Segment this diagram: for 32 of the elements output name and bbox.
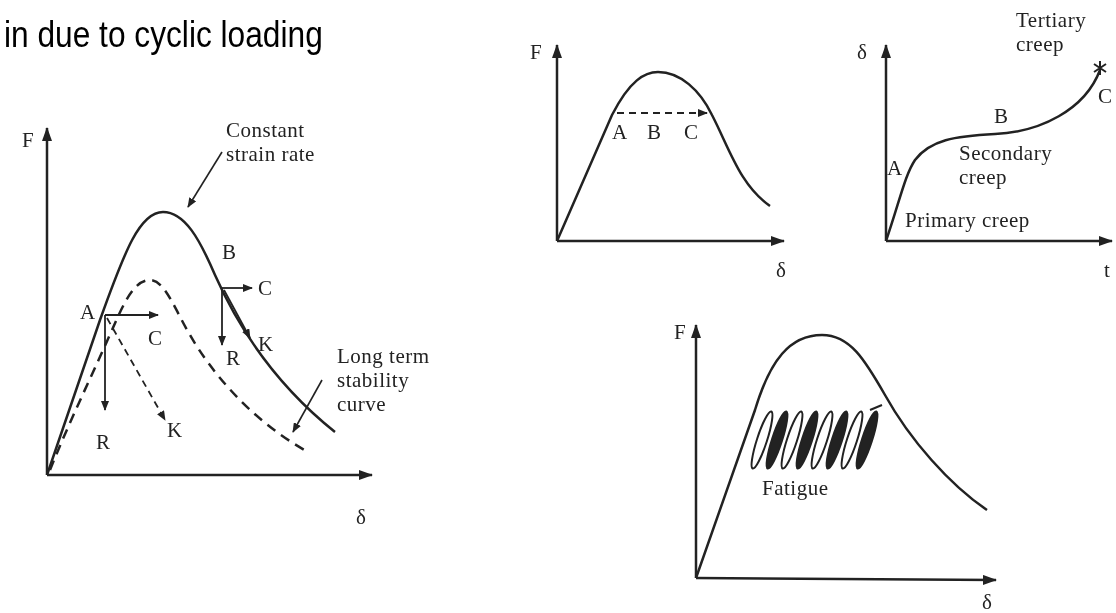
point-label: B [647,120,662,144]
point-label: B [994,104,1009,128]
axis-label: δ [356,505,367,529]
axis-label: F [22,128,35,152]
axis-label: δ [982,590,993,613]
point-label: C [258,276,273,300]
curve-label: Primary creep [905,208,1030,232]
point-label: R [226,346,241,370]
callout-text: Long term stability curve [337,344,447,416]
point-label: R [96,430,111,454]
title: in due to cyclic loading [4,14,323,56]
point-label: C [148,326,163,350]
point-label: A [887,156,903,180]
axis-label: δ [857,40,868,64]
point-label: B [222,240,237,264]
point-label: K [258,332,274,356]
axis-label: δ [776,258,787,282]
curve-label: Tertiary creep [1016,8,1088,56]
axis-label: F [674,320,687,344]
point-label: A [80,300,96,324]
axis-label: F [530,40,543,64]
leader-line [187,151,223,208]
point-label: C [1098,84,1113,108]
curve-label: Secondary creep [959,141,1054,189]
callout-text: Constant strain rate [226,118,356,166]
point-label: C [684,120,699,144]
plot-curve [45,210,336,476]
curve-label: Fatigue [762,476,829,500]
point-label: K [167,418,183,442]
point-label: A [612,120,628,144]
leader-line [292,379,323,433]
axis-label: t [1104,258,1111,282]
